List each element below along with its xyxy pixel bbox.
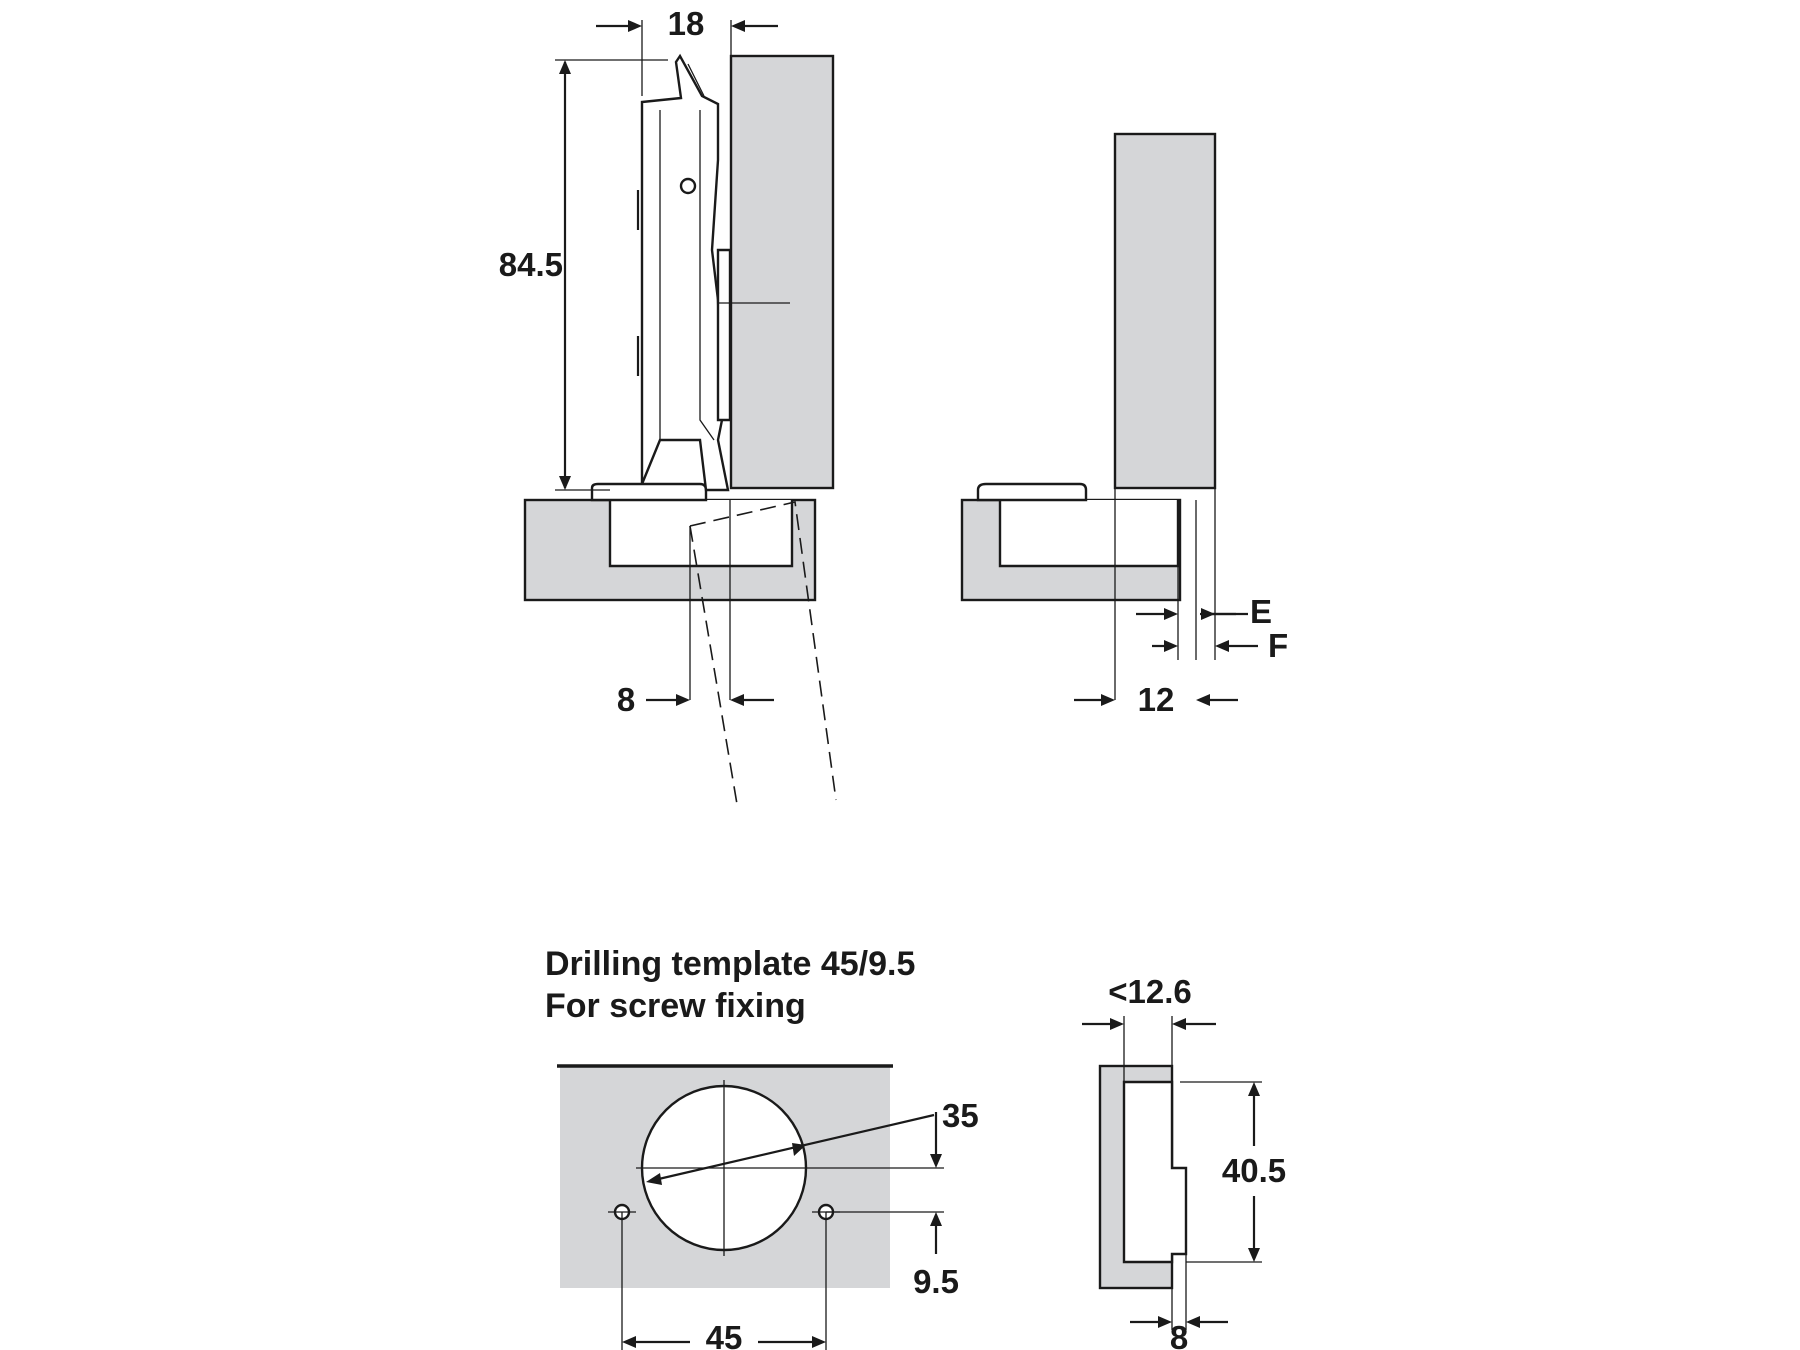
dim-45: 45 — [706, 1319, 743, 1350]
door-panel — [729, 54, 835, 490]
dim-40-5: 40.5 — [1222, 1152, 1286, 1189]
hinge-arm-detail — [659, 63, 715, 441]
hinge-arm — [640, 53, 730, 492]
section-plate — [1122, 1080, 1188, 1264]
door-swing-dashed — [689, 501, 837, 801]
dim-12-6: <12.6 — [1108, 973, 1192, 1010]
front-cup-recess — [998, 500, 1180, 568]
template-subtitle: For screw fixing — [545, 987, 806, 1025]
hinge-front-view: E F 12 — [960, 132, 1288, 718]
front-door-panel — [1113, 132, 1217, 490]
dim-18: 18 — [668, 5, 705, 42]
dim-E: E — [1250, 593, 1272, 630]
template-title: Drilling template 45/9.5 — [545, 945, 915, 983]
dim-84-5: 84.5 — [499, 246, 563, 283]
dim-9-5: 9.5 — [913, 1263, 959, 1300]
dim-12: 12 — [1138, 681, 1175, 718]
dim-F: F — [1268, 627, 1288, 664]
hinge-side-view: 18 84.5 8 — [499, 5, 837, 811]
dim-35: 35 — [942, 1097, 979, 1134]
cup-swing-dashed — [689, 525, 739, 811]
drilling-template: Drilling template 45/9.5 For screw fixin… — [545, 945, 979, 1350]
mounting-plate — [590, 482, 708, 502]
cup-recess — [608, 500, 794, 568]
dim-8-bottom: 8 — [1170, 1319, 1188, 1350]
dim-8-top: 8 — [617, 681, 635, 718]
hinge-pivot — [679, 177, 697, 195]
mounting-plate-section: <12.6 40.5 8 — [1082, 973, 1286, 1350]
front-mounting-plate — [976, 482, 1088, 502]
hinge-boss — [716, 248, 732, 422]
